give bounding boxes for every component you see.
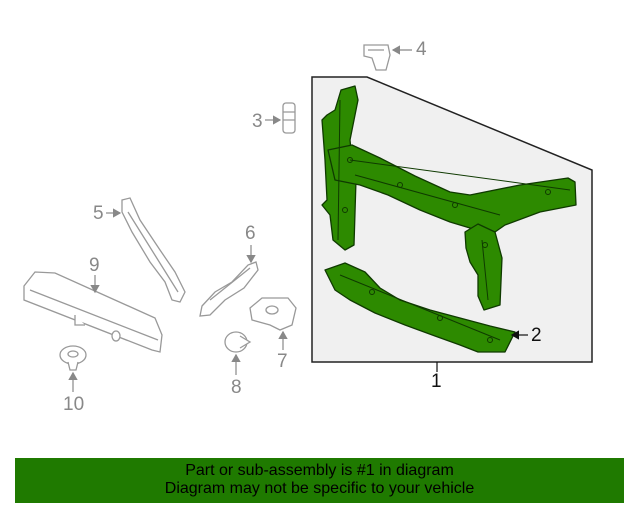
clip-part-7[interactable] [249,297,297,331]
callout-2[interactable]: 2 [531,325,542,346]
callout-8[interactable]: 8 [231,377,242,398]
bracket-part-6[interactable] [199,261,259,317]
bumper-part-3[interactable] [282,102,296,134]
deflector-part-9[interactable] [23,271,163,353]
callout-4[interactable]: 4 [416,39,427,60]
callout-1[interactable]: 1 [431,371,442,392]
callout-5[interactable]: 5 [93,203,104,224]
bracket-part-4[interactable] [363,44,391,71]
banner-line-1: Part or sub-assembly is #1 in diagram [185,462,454,479]
callout-9[interactable]: 9 [89,255,100,276]
push-pin-part-10[interactable] [59,345,87,371]
banner-line-2: Diagram may not be specific to your vehi… [164,480,475,497]
strip-part-5[interactable] [121,197,186,303]
parts-diagram [23,44,593,392]
push-pin-part-8[interactable] [224,331,252,353]
radiator-support-details [337,99,571,343]
callout-6[interactable]: 6 [245,223,256,244]
diagram-notice-banner: Part or sub-assembly is #1 in diagram Di… [15,458,624,503]
callout-3[interactable]: 3 [252,111,263,132]
callout-10[interactable]: 10 [63,394,85,415]
callout-7[interactable]: 7 [277,351,288,372]
